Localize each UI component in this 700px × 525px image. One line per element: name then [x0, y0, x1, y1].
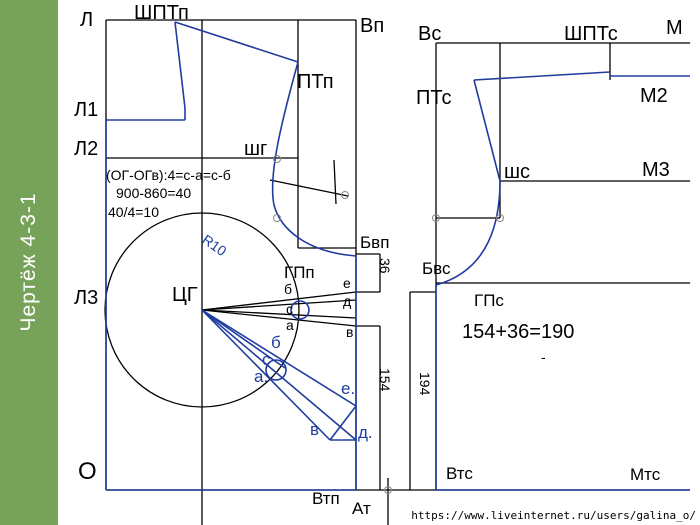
point-Vtp: Втп	[312, 489, 340, 508]
point-a: а	[286, 317, 294, 333]
point-d2: д.	[358, 423, 373, 442]
point-e2: е.	[341, 379, 356, 398]
point-shg: шг	[244, 138, 268, 160]
point-M2: М2	[640, 85, 668, 107]
point-GPp: ГПп	[284, 263, 315, 282]
point-c: с	[286, 301, 293, 317]
point-Vts: Втс	[446, 464, 473, 483]
dimension-36: 36	[377, 258, 393, 274]
point-b: б	[284, 281, 293, 297]
point-L3: Л3	[74, 287, 99, 309]
dimension-194: 194	[417, 372, 433, 396]
formula-line-3: 40/4=10	[108, 204, 159, 220]
sidebar: Чертёж 4-3-1	[0, 0, 58, 525]
point-Mts: Мтс	[630, 465, 661, 484]
point-e: е	[343, 275, 351, 291]
watermark-url: https://www.liveinternet.ru/users/galina…	[411, 509, 696, 522]
point-GPs: ГПс	[474, 291, 504, 310]
point-PTp: ПТп	[297, 71, 334, 93]
point-M: М	[666, 17, 683, 39]
point-O: О	[78, 458, 97, 485]
point-v: в	[346, 324, 354, 340]
dash-mark: -	[541, 349, 546, 365]
point-PTs: ПТс	[416, 87, 452, 109]
point-Bvp: Бвп	[360, 233, 390, 252]
point-a2: а.	[254, 367, 269, 386]
point-At: Ат	[352, 499, 371, 518]
point-M3: М3	[642, 159, 670, 181]
dimension-154: 154	[377, 368, 393, 392]
point-L2: Л2	[74, 138, 99, 160]
formula-line-1: (ОГ-ОГв):4=с-а=с-б	[106, 167, 231, 183]
sum-formula: 154+36=190	[462, 321, 575, 343]
point-TSG: ЦГ	[172, 284, 198, 306]
point-c2: с	[262, 350, 271, 369]
point-shs: шс	[504, 161, 531, 183]
point-L1: Л1	[74, 99, 99, 121]
point-SHPTs: ШПТс	[564, 23, 618, 45]
point-SHPTp: ШПТп	[134, 2, 189, 24]
point-b2: б	[271, 333, 281, 352]
point-v2: в	[310, 420, 320, 439]
point-Vs: Вс	[418, 23, 442, 45]
point-d: д	[343, 293, 352, 309]
point-Bvs: Бвс	[422, 259, 451, 278]
point-Vp: Вп	[360, 15, 385, 37]
point-L: Л	[80, 9, 94, 31]
formula-line-2: 900-860=40	[116, 185, 192, 201]
